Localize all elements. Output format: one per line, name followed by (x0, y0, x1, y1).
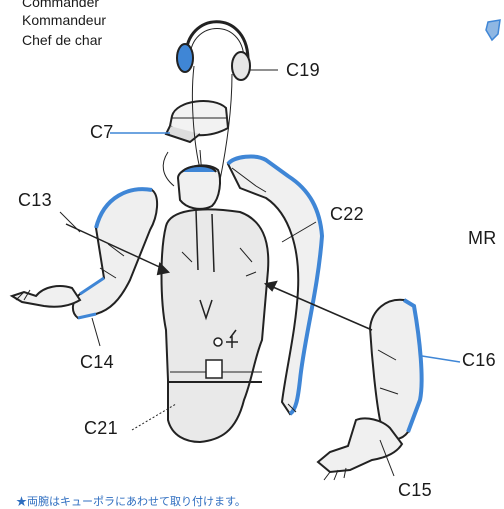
figure-title-fr: Chef de char (22, 32, 102, 48)
figure-title-en: Commander (22, 0, 99, 10)
label-side: MR (468, 228, 497, 249)
label-c7: C7 (90, 122, 114, 143)
label-c13: C13 (18, 190, 52, 211)
headphones-part (177, 22, 278, 80)
label-c19: C19 (286, 60, 320, 81)
label-c21: C21 (84, 418, 118, 439)
label-c14: C14 (80, 352, 114, 373)
label-c22: C22 (330, 204, 364, 225)
cap-part (110, 101, 228, 142)
figure-title-de: Kommandeur (22, 12, 106, 28)
left-arm-part (12, 189, 168, 346)
assembly-note: ★両腕はキューポラにあわせて取り付けます。 (16, 493, 246, 509)
corner-fragment (486, 20, 500, 40)
torso-part (162, 165, 269, 442)
label-c15: C15 (398, 480, 432, 501)
label-c16: C16 (462, 350, 496, 371)
